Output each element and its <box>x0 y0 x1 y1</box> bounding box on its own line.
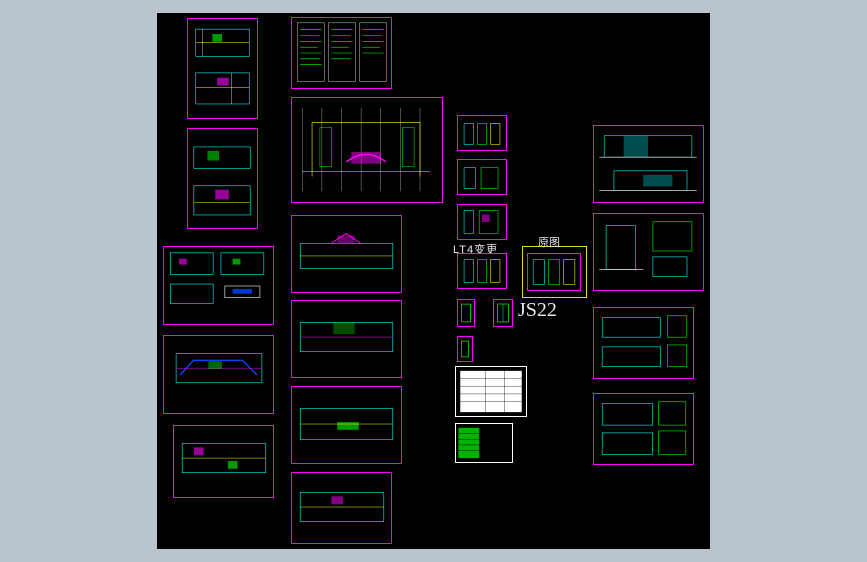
sheet-floor-3[interactable] <box>291 386 402 464</box>
sheet-floor-1[interactable] <box>291 215 402 293</box>
sheet-elevation-3[interactable] <box>593 307 694 379</box>
detail-drawing <box>463 259 501 283</box>
sheet-plan-4[interactable] <box>163 335 274 414</box>
plan-drawing <box>195 28 250 105</box>
sheet-site-plan[interactable] <box>291 97 443 203</box>
original-label: 原图 <box>538 237 560 249</box>
plan-drawing <box>193 146 251 216</box>
sheet-table[interactable] <box>455 366 527 417</box>
plan-drawing <box>181 443 267 473</box>
site-plan-drawing <box>302 107 430 192</box>
detail-drawing <box>463 123 501 145</box>
detail-drawing <box>463 167 499 189</box>
plan-drawing <box>299 492 385 522</box>
elevation-drawing <box>601 315 688 367</box>
sheet-plan-1[interactable] <box>187 18 258 119</box>
sheet-detail-3[interactable] <box>457 204 507 240</box>
elevation-drawing <box>601 401 687 455</box>
sheet-elevation-4[interactable] <box>593 393 694 465</box>
sheet-elevation-2[interactable] <box>593 213 704 291</box>
js22-label: JS22 <box>518 299 557 321</box>
elevation-drawing <box>599 221 693 277</box>
sheet-detail-1[interactable] <box>457 115 507 151</box>
plan-drawing <box>299 408 394 440</box>
section-drawing <box>461 340 469 358</box>
original-frame <box>522 246 587 298</box>
plan-drawing <box>299 232 394 269</box>
section-drawing <box>497 303 509 323</box>
plan-drawing <box>299 322 394 352</box>
sheet-detail-2[interactable] <box>457 159 507 195</box>
sheet-detail-lt4[interactable] <box>457 253 507 289</box>
table-drawing <box>460 370 522 413</box>
detail-drawing <box>463 210 499 234</box>
sheet-plan-3[interactable] <box>163 246 274 325</box>
sheet-detail-original[interactable] <box>527 253 581 291</box>
schedule-drawing <box>458 427 480 459</box>
sheet-schedule[interactable] <box>455 423 513 463</box>
plan-drawing <box>169 252 265 304</box>
detail-drawing <box>532 259 576 285</box>
sheet-section-b[interactable] <box>493 299 513 327</box>
sheet-section-c[interactable] <box>457 336 473 362</box>
notes-drawing <box>297 22 387 82</box>
sheet-section-a[interactable] <box>457 299 475 327</box>
sheet-plan-5[interactable] <box>173 425 274 498</box>
sheet-plan-2[interactable] <box>187 128 258 229</box>
section-drawing <box>461 303 471 323</box>
sheet-floor-2[interactable] <box>291 300 402 378</box>
sheet-notes[interactable] <box>291 17 392 89</box>
plan-drawing <box>175 353 263 384</box>
elevation-drawing <box>599 135 697 191</box>
sheet-floor-4[interactable] <box>291 472 392 544</box>
sheet-elevation-1[interactable] <box>593 125 704 203</box>
drawing-canvas[interactable]: LT4变更 原图 JS22 <box>157 13 710 549</box>
